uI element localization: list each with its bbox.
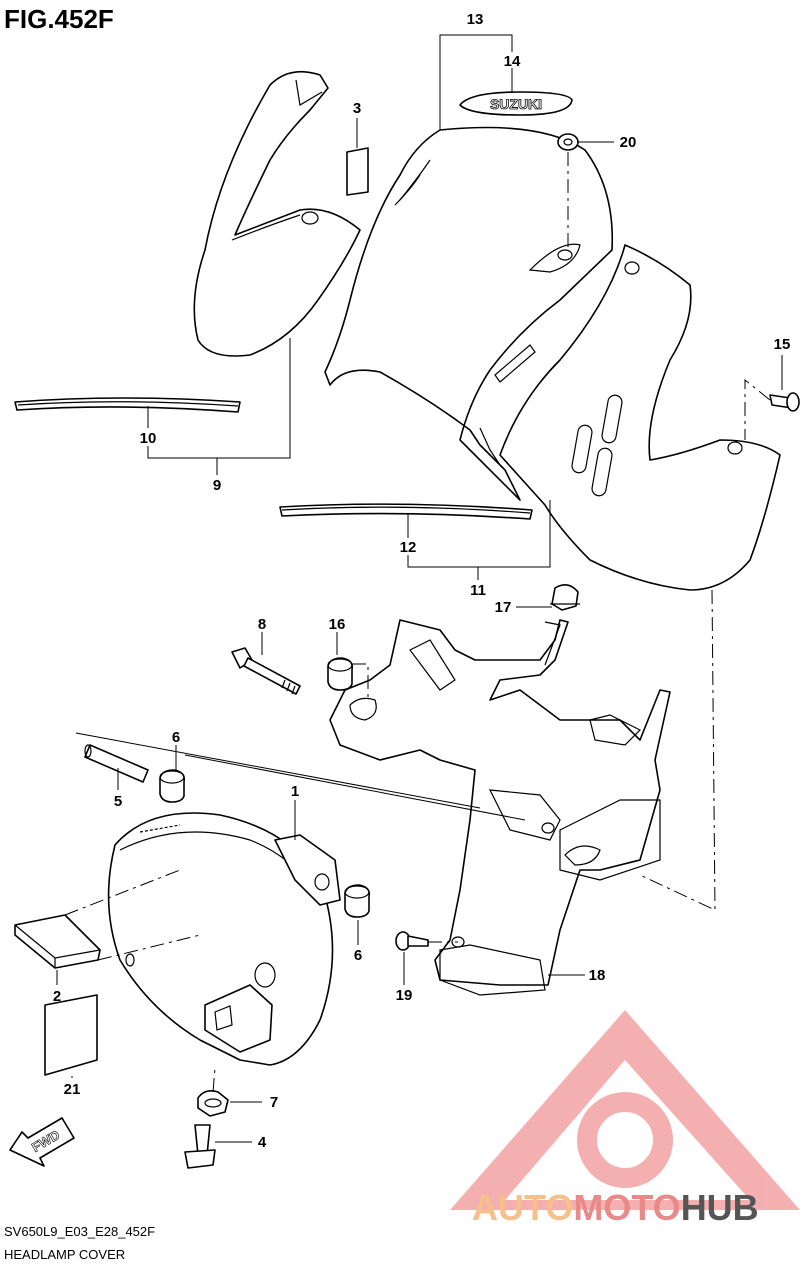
callout-labels: 13 14 3 20 15 10 9 12 11 17 8 16 6 5 1 6… [53, 11, 791, 1151]
callout-2: 2 [53, 988, 61, 1005]
part-seal-10 [14, 397, 241, 413]
part-sticker-21 [44, 994, 98, 1076]
callout-17: 17 [495, 599, 512, 616]
callout-8: 8 [258, 616, 266, 633]
callout-13: 13 [467, 11, 484, 28]
part-headlamp-cowl [324, 126, 614, 501]
part-spacer-5 [84, 744, 149, 783]
part-grommet-6-upper [159, 769, 186, 803]
callout-15: 15 [774, 336, 791, 353]
figure-name: HEADLAMP COVER [4, 1247, 125, 1262]
callout-11: 11 [470, 582, 486, 599]
part-grommet-16 [327, 657, 354, 691]
callout-20: 20 [620, 134, 637, 151]
figure-code: SV650L9_E03_E28_452F [4, 1224, 155, 1239]
part-headlamp-housing [107, 812, 341, 1066]
callout-21: 21 [64, 1081, 81, 1098]
callout-14: 14 [504, 53, 521, 70]
callout-10: 10 [140, 430, 157, 447]
watermark-logo [450, 1010, 800, 1210]
emblem-text: SUZUKI [490, 96, 542, 112]
callout-12: 12 [400, 539, 417, 556]
part-inner-cover [499, 244, 781, 591]
callout-6-lower: 6 [354, 947, 362, 964]
part-side-cowl [193, 70, 361, 357]
part-label-sticker-3 [346, 147, 369, 196]
callout-5: 5 [114, 793, 122, 810]
watermark-auto: AUTO [472, 1187, 573, 1228]
part-seal-12 [279, 503, 533, 520]
callout-9: 9 [213, 477, 221, 494]
svg-text:AUTOMOTOHUB: AUTOMOTOHUB [472, 1187, 759, 1228]
part-screw-15 [769, 392, 800, 412]
part-screw-19 [395, 931, 429, 951]
part-nut-20 [557, 133, 579, 151]
part-suzuki-emblem: SUZUKI [459, 91, 573, 116]
fwd-arrow-icon: FWD [9, 1117, 75, 1167]
part-pad-2 [14, 914, 101, 969]
figure-title: FIG.452F [4, 4, 114, 34]
watermark-text: AUTOMOTOHUB [472, 1187, 759, 1228]
callout-16: 16 [329, 616, 346, 633]
part-bolt-8 [231, 647, 301, 695]
part-headlamp-bracket [329, 619, 671, 996]
callout-7: 7 [270, 1094, 278, 1111]
part-grommet-6-lower [344, 884, 371, 918]
part-clip-17 [550, 584, 580, 611]
callout-19: 19 [396, 987, 413, 1004]
callout-6-upper: 6 [172, 729, 180, 746]
part-bolt-4 [184, 1124, 216, 1169]
leader-lines [56, 34, 783, 1143]
callout-3: 3 [353, 100, 361, 117]
callout-18: 18 [589, 967, 606, 984]
watermark-hub: HUB [681, 1187, 759, 1228]
callout-4: 4 [258, 1134, 267, 1151]
part-grommet-7 [197, 1090, 229, 1117]
callout-1: 1 [291, 783, 299, 800]
watermark-moto: MOTO [573, 1187, 680, 1228]
